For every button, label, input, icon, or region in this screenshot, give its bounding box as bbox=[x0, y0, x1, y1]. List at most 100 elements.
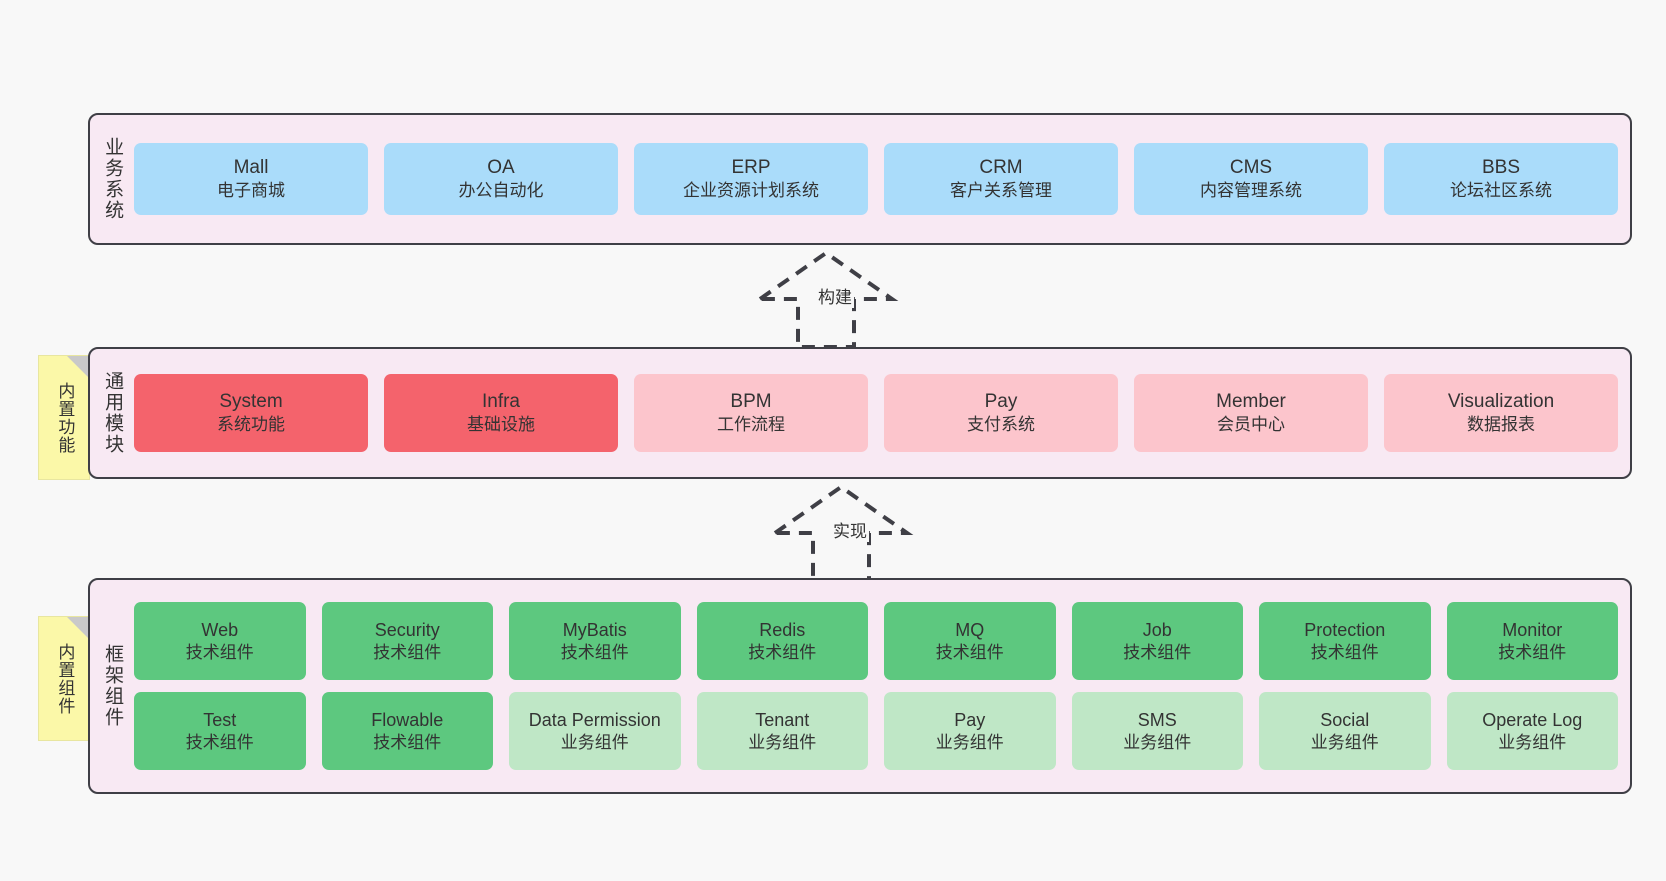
card-title: SMS bbox=[1137, 709, 1177, 730]
card-title: Pay bbox=[984, 391, 1018, 413]
connector-build-label: 构建 bbox=[816, 283, 854, 308]
card-protection[interactable]: Protection 技术组件 bbox=[1259, 602, 1431, 680]
card-subtitle: 会员中心 bbox=[1217, 415, 1285, 435]
layer-title-framework: 框架组件 bbox=[102, 644, 124, 728]
card-subtitle: 业务组件 bbox=[935, 732, 1004, 752]
layer-framework-components: 框架组件 Web 技术组件 Security 技术组件 MyBatis 技术组件… bbox=[88, 578, 1632, 794]
card-subtitle: 业务组件 bbox=[560, 732, 629, 752]
card-monitor[interactable]: Monitor 技术组件 bbox=[1446, 602, 1618, 680]
card-subtitle: 技术组件 bbox=[373, 642, 442, 662]
layer-business-systems: 业务系统 Mall 电子商城 OA 办公自动化 ERP 企业资源计划系统 CRM… bbox=[88, 113, 1632, 245]
card-redis[interactable]: Redis 技术组件 bbox=[696, 602, 868, 680]
card-subtitle: 数据报表 bbox=[1467, 415, 1535, 435]
sticky-note-builtin-features: 内置功能 bbox=[38, 355, 90, 480]
card-subtitle: 业务组件 bbox=[1498, 732, 1567, 752]
card-web[interactable]: Web 技术组件 bbox=[134, 602, 306, 680]
card-mybatis[interactable]: MyBatis 技术组件 bbox=[509, 602, 681, 680]
card-cms[interactable]: CMS 内容管理系统 bbox=[1134, 143, 1368, 215]
layer-common-modules: 通用模块 System 系统功能 Infra 基础设施 BPM 工作流程 Pay… bbox=[88, 347, 1632, 479]
card-oa[interactable]: OA 办公自动化 bbox=[384, 143, 618, 215]
layer-body-business: Mall 电子商城 OA 办公自动化 ERP 企业资源计划系统 CRM 客户关系… bbox=[134, 115, 1630, 243]
card-subtitle: 企业资源计划系统 bbox=[683, 181, 819, 201]
layer-body-common: System 系统功能 Infra 基础设施 BPM 工作流程 Pay 支付系统… bbox=[134, 349, 1630, 477]
card-row: Test 技术组件 Flowable 技术组件 Data Permission … bbox=[134, 692, 1618, 770]
card-system[interactable]: System 系统功能 bbox=[134, 374, 368, 452]
card-subtitle: 电子商城 bbox=[217, 181, 285, 201]
card-flowable[interactable]: Flowable 技术组件 bbox=[321, 692, 493, 770]
card-member[interactable]: Member 会员中心 bbox=[1134, 374, 1368, 452]
card-bbs[interactable]: BBS 论坛社区系统 bbox=[1384, 143, 1618, 215]
card-title: Mall bbox=[233, 157, 269, 179]
connector-build: 构建 bbox=[738, 247, 938, 351]
card-title: System bbox=[219, 391, 283, 413]
card-crm[interactable]: CRM 客户关系管理 bbox=[884, 143, 1118, 215]
card-title: Operate Log bbox=[1482, 709, 1583, 730]
sticky-note-label: 内置组件 bbox=[55, 642, 75, 715]
card-erp[interactable]: ERP 企业资源计划系统 bbox=[634, 143, 868, 215]
layer-title-business: 业务系统 bbox=[102, 137, 124, 221]
card-subtitle: 基础设施 bbox=[467, 415, 535, 435]
card-bpm[interactable]: BPM 工作流程 bbox=[634, 374, 868, 452]
card-title: Flowable bbox=[371, 709, 444, 730]
card-subtitle: 业务组件 bbox=[1310, 732, 1379, 752]
card-subtitle: 客户关系管理 bbox=[950, 181, 1052, 201]
card-row: Mall 电子商城 OA 办公自动化 ERP 企业资源计划系统 CRM 客户关系… bbox=[134, 143, 1618, 215]
card-title: Visualization bbox=[1447, 391, 1555, 413]
card-job[interactable]: Job 技术组件 bbox=[1071, 602, 1243, 680]
card-title: Security bbox=[374, 619, 440, 640]
card-title: Social bbox=[1320, 709, 1370, 730]
card-title: MQ bbox=[955, 619, 985, 640]
card-infra[interactable]: Infra 基础设施 bbox=[384, 374, 618, 452]
card-title: Protection bbox=[1304, 619, 1386, 640]
card-pay-module[interactable]: Pay 支付系统 bbox=[884, 374, 1118, 452]
card-operate-log[interactable]: Operate Log 业务组件 bbox=[1446, 692, 1618, 770]
card-subtitle: 技术组件 bbox=[1498, 642, 1567, 662]
card-mq[interactable]: MQ 技术组件 bbox=[884, 602, 1056, 680]
card-title: MyBatis bbox=[562, 619, 627, 640]
card-title: CMS bbox=[1229, 157, 1273, 179]
card-visualization[interactable]: Visualization 数据报表 bbox=[1384, 374, 1618, 452]
sticky-fold-icon bbox=[67, 356, 89, 378]
card-title: Monitor bbox=[1502, 619, 1563, 640]
card-subtitle: 系统功能 bbox=[217, 415, 285, 435]
sticky-note-builtin-components: 内置组件 bbox=[38, 616, 90, 741]
card-subtitle: 技术组件 bbox=[560, 642, 629, 662]
card-subtitle: 技术组件 bbox=[1123, 642, 1192, 662]
card-subtitle: 业务组件 bbox=[1123, 732, 1192, 752]
layer-title-common: 通用模块 bbox=[102, 371, 124, 455]
card-mall[interactable]: Mall 电子商城 bbox=[134, 143, 368, 215]
connector-implement-arrow bbox=[768, 484, 914, 583]
card-title: Web bbox=[201, 619, 239, 640]
card-tenant[interactable]: Tenant 业务组件 bbox=[696, 692, 868, 770]
card-subtitle: 内容管理系统 bbox=[1200, 181, 1302, 201]
card-title: Test bbox=[203, 709, 237, 730]
card-subtitle: 技术组件 bbox=[748, 642, 817, 662]
card-subtitle: 办公自动化 bbox=[458, 181, 544, 201]
card-title: Member bbox=[1216, 391, 1286, 413]
connector-implement: 实现 bbox=[753, 481, 953, 585]
card-sms[interactable]: SMS 业务组件 bbox=[1071, 692, 1243, 770]
card-title: Redis bbox=[759, 619, 806, 640]
card-subtitle: 技术组件 bbox=[185, 642, 254, 662]
card-title: BBS bbox=[1481, 157, 1521, 179]
card-row: System 系统功能 Infra 基础设施 BPM 工作流程 Pay 支付系统… bbox=[134, 374, 1618, 452]
card-title: Infra bbox=[481, 391, 521, 413]
card-subtitle: 论坛社区系统 bbox=[1450, 181, 1552, 201]
card-subtitle: 技术组件 bbox=[373, 732, 442, 752]
card-data-permission[interactable]: Data Permission 业务组件 bbox=[509, 692, 681, 770]
card-subtitle: 技术组件 bbox=[1310, 642, 1379, 662]
card-title: OA bbox=[487, 157, 515, 179]
card-security[interactable]: Security 技术组件 bbox=[321, 602, 493, 680]
card-social[interactable]: Social 业务组件 bbox=[1259, 692, 1431, 770]
card-row: Web 技术组件 Security 技术组件 MyBatis 技术组件 Redi… bbox=[134, 602, 1618, 680]
card-title: Tenant bbox=[755, 709, 810, 730]
card-pay-component[interactable]: Pay 业务组件 bbox=[884, 692, 1056, 770]
card-subtitle: 工作流程 bbox=[717, 415, 785, 435]
card-title: Job bbox=[1142, 619, 1172, 640]
card-test[interactable]: Test 技术组件 bbox=[134, 692, 306, 770]
card-title: Pay bbox=[954, 709, 986, 730]
card-title: Data Permission bbox=[528, 709, 661, 730]
card-subtitle: 技术组件 bbox=[935, 642, 1004, 662]
card-subtitle: 支付系统 bbox=[967, 415, 1035, 435]
